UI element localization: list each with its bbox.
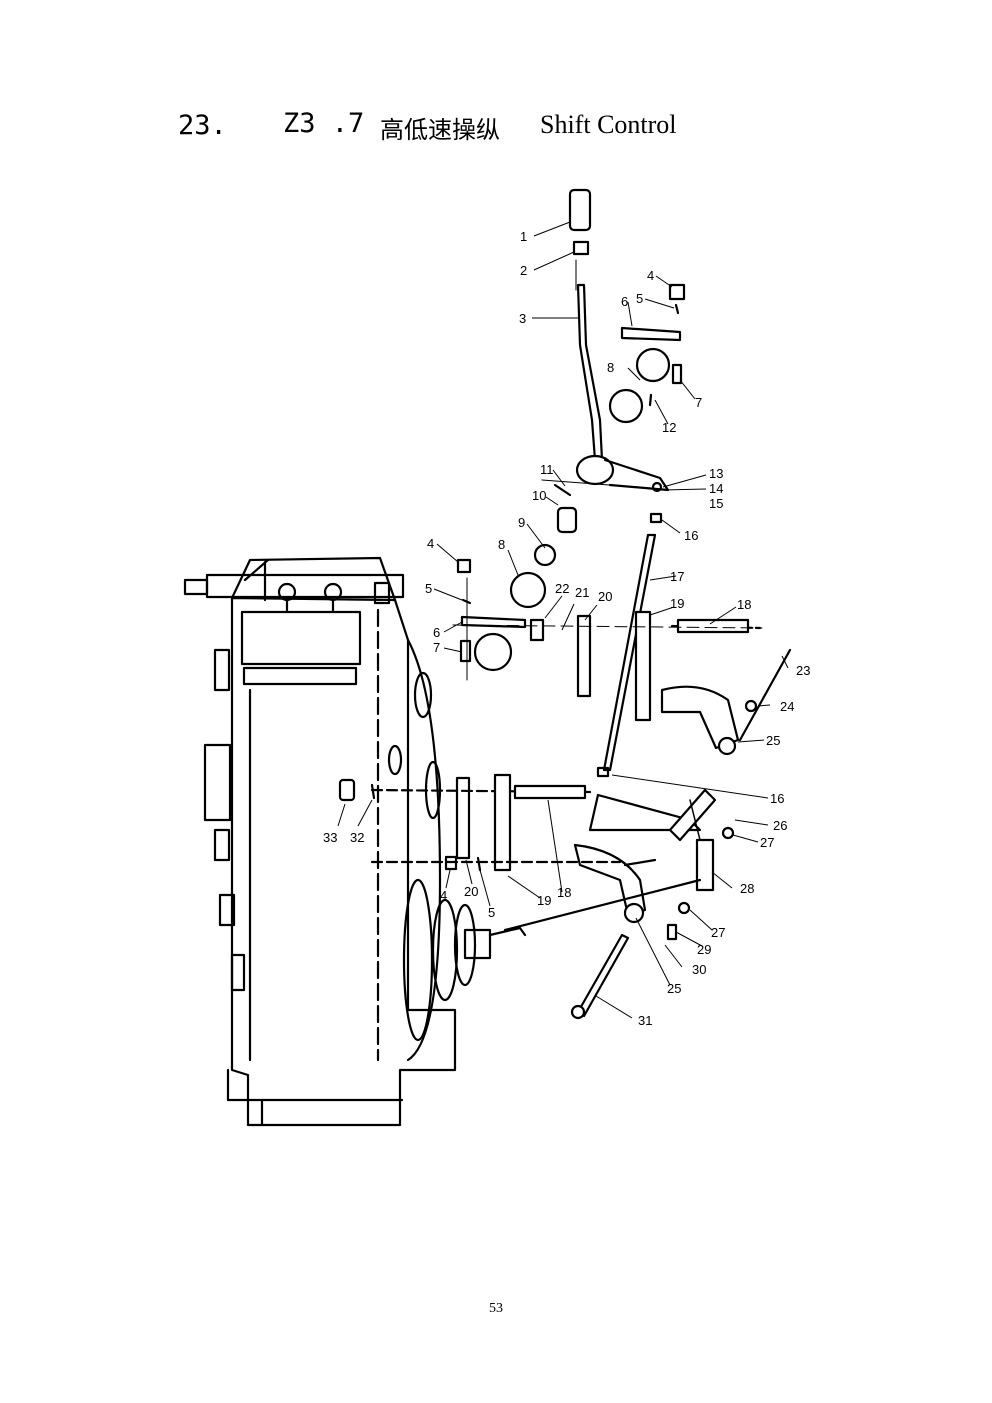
callout-28: 28 [740,881,754,896]
callout-22: 22 [555,581,569,596]
callout-33: 33 [323,830,337,845]
upper-bracket-parts [608,283,686,424]
callout-17: 17 [670,569,684,584]
callout-5: 5 [425,581,432,596]
shift-rod-and-forks [503,512,792,1020]
callout-9: 9 [518,515,525,530]
callout-8: 8 [607,360,614,375]
callout-25: 25 [667,981,681,996]
gearbox-housing [183,556,527,1127]
callout-7: 7 [433,640,440,655]
callout-16: 16 [684,528,698,543]
callout-27: 27 [711,925,725,940]
callout-20: 20 [464,884,478,899]
callout-6: 6 [433,625,440,640]
callout-19: 19 [670,596,684,611]
callout-11: 11 [540,462,554,477]
callout-27: 27 [760,835,774,850]
callout-18: 18 [737,597,751,612]
callout-31: 31 [638,1013,652,1028]
callout-6: 6 [621,294,628,309]
callout-4: 4 [427,536,434,551]
shift-lever [568,188,670,493]
callout-10: 10 [532,488,546,503]
callout-2: 2 [520,263,527,278]
callout-32: 32 [350,830,364,845]
callout-26: 26 [773,818,787,833]
section-number: 23. [178,110,227,141]
callout-3: 3 [519,311,526,326]
callout-13: 13 [709,466,723,481]
callout-18: 18 [557,885,571,900]
callout-5: 5 [636,291,643,306]
callout-19: 19 [537,893,551,908]
callout-21: 21 [575,585,589,600]
lower-linkage-parts [338,773,622,872]
callout-4: 4 [440,888,447,903]
callout-14: 14 [709,481,723,496]
callout-24: 24 [780,699,794,714]
callout-7: 7 [695,395,702,410]
middle-bracket-parts [456,483,578,672]
callout-30: 30 [692,962,706,977]
callout-5: 5 [488,905,495,920]
callout-25: 25 [766,733,780,748]
callout-4: 4 [647,268,654,283]
title-english: Shift Control [540,110,677,139]
callout-16: 16 [770,791,784,806]
callout-15: 15 [709,496,723,511]
callout-12: 12 [662,420,676,435]
section-code: Z3 .7 [283,108,365,139]
callout-8: 8 [498,537,505,552]
page-number: 53 [489,1301,503,1316]
callout-1: 1 [520,229,527,244]
callout-29: 29 [697,942,711,957]
title-chinese: 高低速操纵 [380,116,500,144]
callout-20: 20 [598,589,612,604]
callout-23: 23 [796,663,810,678]
